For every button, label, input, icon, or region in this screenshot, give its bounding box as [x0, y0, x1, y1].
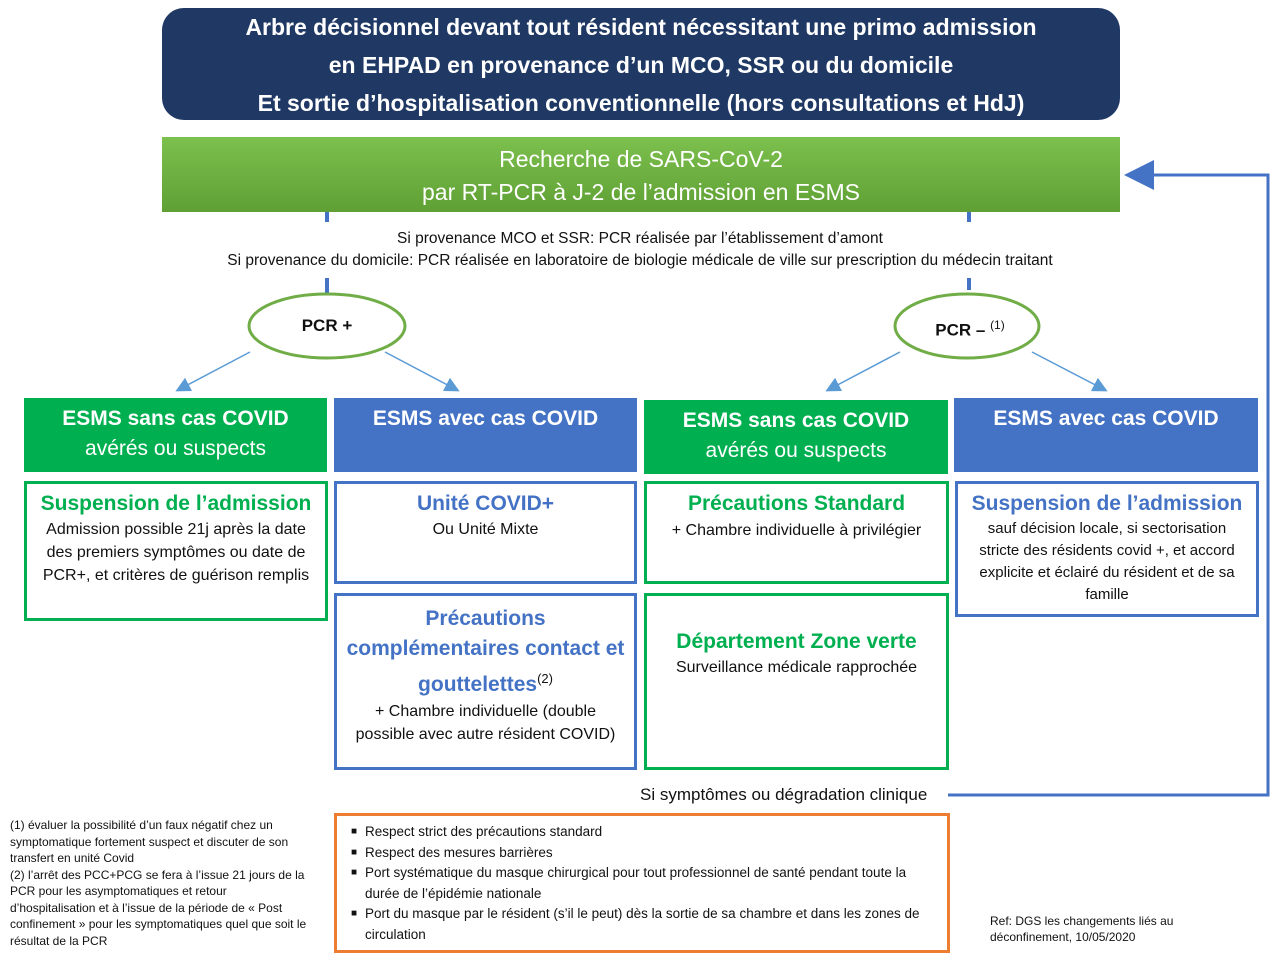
reference: Ref: DGS les changements liés au déconfi…	[990, 913, 1173, 945]
box-4-body: sauf décision locale, si sectorisation s…	[979, 520, 1235, 603]
reference-line-1: Ref: DGS les changements liés au	[990, 914, 1174, 928]
footnote-1: (1) évaluer la possibilité d’un faux nég…	[10, 818, 289, 865]
box-2-head: Unité COVID+	[416, 492, 555, 515]
category-3-bold: ESMS sans cas COVID	[682, 409, 910, 432]
symptoms-feedback-loop	[948, 160, 1270, 797]
arrow-pcr-pos-left	[175, 351, 251, 392]
arrow-pcr-neg-left	[825, 351, 901, 392]
category-esms-sans-covid-left: ESMS sans cas COVID avérés ou suspects	[24, 398, 327, 472]
box-3-body: + Chambre individuelle à privilégier	[671, 522, 922, 539]
test-line-2: par RT-PCR à J-2 de l’admission en ESMS	[421, 179, 861, 205]
category-1-bold: ESMS sans cas COVID	[62, 407, 289, 430]
title-line-1: Arbre décisionnel devant tout résident n…	[245, 14, 1037, 40]
pcr-negative-label: PCR –	[935, 320, 986, 340]
category-esms-avec-covid-right: ESMS avec cas COVID	[954, 398, 1258, 472]
box-suspension-admission-1: Suspension de l’admission Admission poss…	[24, 481, 328, 621]
category-esms-sans-covid-right: ESMS sans cas COVID avérés ou suspects	[644, 400, 948, 474]
footnotes: (1) évaluer la possibilité d’un faux nég…	[10, 817, 310, 949]
pcr-positive-label: PCR +	[301, 316, 353, 335]
pcr-negative-note: (1)	[990, 318, 1005, 332]
measure-item: Port du masque par le résident (s’il le …	[351, 904, 937, 945]
title-line-3: Et sortie d’hospitalisation conventionne…	[257, 90, 1025, 116]
box-6-head: Département Zone verte	[676, 630, 917, 653]
test-line-1: Recherche de SARS-CoV-2	[499, 146, 783, 172]
category-2-bold: ESMS avec cas COVID	[372, 407, 599, 430]
category-4-bold: ESMS avec cas COVID	[993, 407, 1219, 430]
box-2-body: Ou Unité Mixte	[432, 521, 539, 538]
reference-line-2: déconfinement, 10/05/2020	[990, 930, 1136, 944]
box-1-body: Admission possible 21j après la date des…	[42, 521, 310, 584]
info-line-1: Si provenance MCO et SSR: PCR réalisée p…	[397, 230, 883, 247]
box-5-sup: (2)	[537, 671, 553, 686]
measure-item: Respect des mesures barrières	[351, 843, 937, 864]
box-5-body: + Chambre individuelle (double possible …	[355, 703, 616, 743]
box-5-head-wrap: Précautions complémentaires contact et g…	[345, 604, 626, 700]
info-line-2: Si provenance du domicile: PCR réalisée …	[227, 252, 1053, 269]
box-precautions-standard: Précautions Standard + Chambre individue…	[644, 481, 949, 584]
provenance-info: Si provenance MCO et SSR: PCR réalisée p…	[130, 228, 1150, 272]
category-1-sub: avérés ou suspects	[85, 437, 266, 460]
box-6-body: Surveillance médicale rapprochée	[675, 659, 918, 676]
pcr-negative-label-wrap: PCR – (1)	[900, 312, 1040, 344]
box-suspension-admission-2: Suspension de l’admission sauf décision …	[955, 481, 1259, 617]
measure-item: Respect strict des précautions standard	[351, 822, 937, 843]
box-precautions-complementaires: Précautions complémentaires contact et g…	[334, 593, 637, 770]
pcr-negative-ellipse	[893, 292, 1041, 360]
arrow-pcr-neg-right	[1031, 351, 1108, 392]
measures-box: Respect strict des précautions standard …	[334, 813, 950, 953]
measures-list: Respect strict des précautions standard …	[351, 822, 937, 945]
box-unite-covid: Unité COVID+ Ou Unité Mixte	[334, 481, 637, 584]
arrow-pcr-pos-right	[384, 351, 460, 392]
box-3-head: Précautions Standard	[687, 492, 906, 515]
footnote-2: (2) l’arrêt des PCC+PCG se fera à l’issu…	[10, 867, 307, 948]
box-1-head: Suspension de l’admission	[40, 492, 312, 515]
box-5-head: Précautions complémentaires contact et g…	[346, 607, 625, 696]
category-3-sub: avérés ou suspects	[705, 439, 887, 462]
symptoms-loop-label: Si symptômes ou dégradation clinique	[640, 785, 928, 804]
title-line-2: en EHPAD en provenance d’un MCO, SSR ou …	[328, 52, 954, 78]
box-departement-zone-verte: Département Zone verte Surveillance médi…	[644, 593, 949, 770]
box-4-head: Suspension de l’admission	[971, 492, 1243, 515]
diagram-title: Arbre décisionnel devant tout résident n…	[162, 8, 1120, 120]
category-esms-avec-covid-left: ESMS avec cas COVID	[334, 398, 637, 472]
pcr-test-box: Recherche de SARS-CoV-2 par RT-PCR à J-2…	[162, 137, 1120, 212]
measure-item: Port systématique du masque chirurgical …	[351, 863, 937, 904]
pcr-positive-ellipse	[247, 292, 407, 360]
